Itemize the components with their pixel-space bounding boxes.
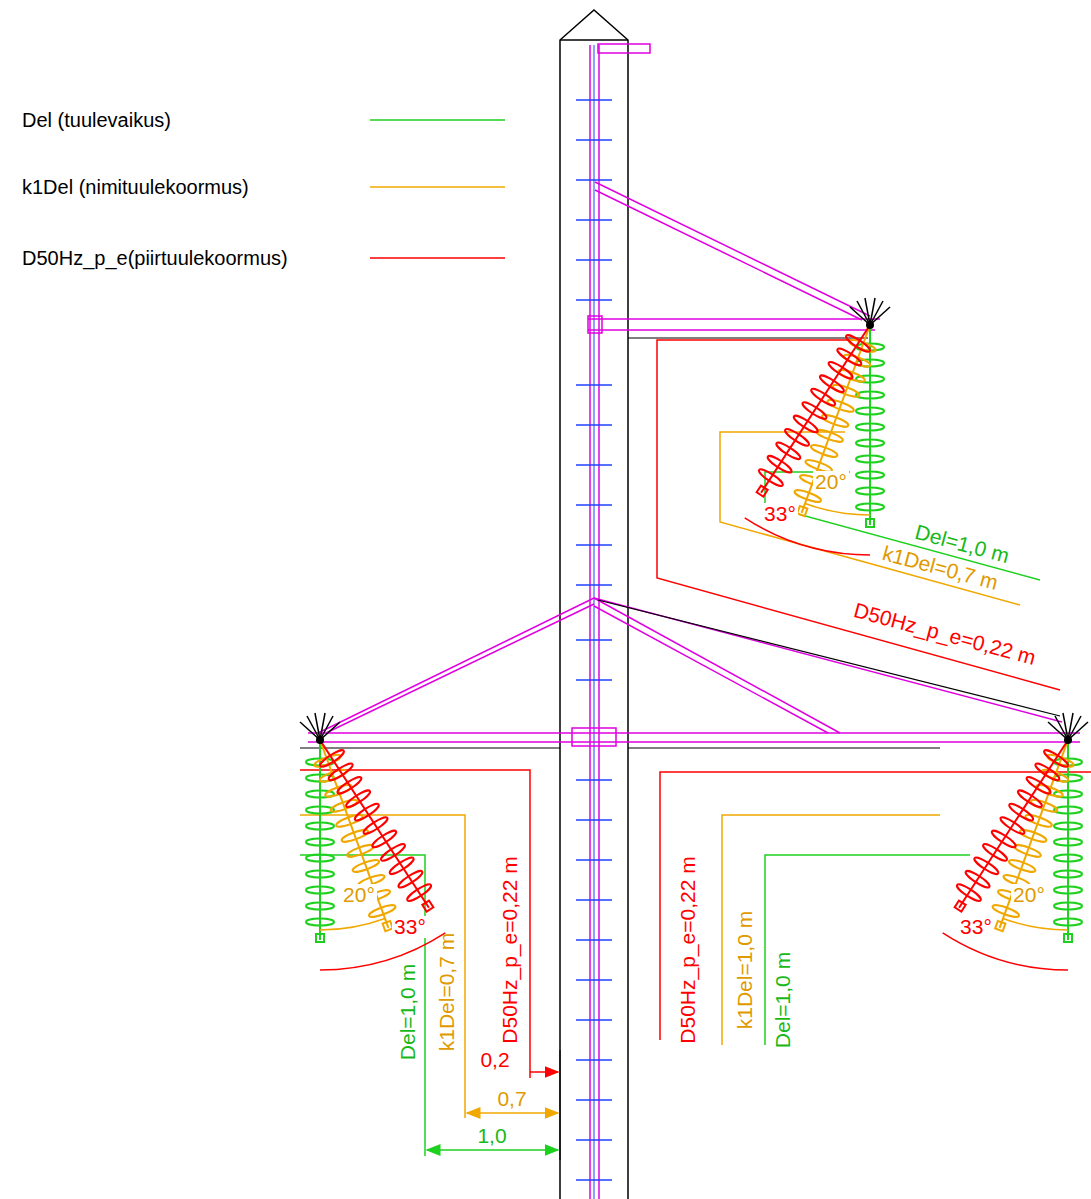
legend-entry: D50Hz_p_e(piirtuulekoormus) bbox=[22, 247, 288, 270]
legend-entry: k1Del (nimituulekoormus) bbox=[22, 176, 249, 199]
dimension-label: k1Del=1,0 m bbox=[734, 909, 756, 1031]
legend-entry: Del (tuulevaikus) bbox=[22, 109, 171, 132]
dimension-label: 33° bbox=[958, 916, 994, 938]
dimension-label: k1Del=0,7 m bbox=[436, 931, 458, 1053]
dimension-label: 0,2 bbox=[478, 1049, 511, 1071]
dimension-label: Del=1,0 m bbox=[397, 962, 419, 1062]
dimension-label: 1,0 bbox=[475, 1125, 508, 1147]
dimension-label: D50Hz_p_e=0,22 m bbox=[499, 854, 521, 1045]
dimension-label: Del=1,0 m bbox=[772, 950, 794, 1050]
dimension-label: 20° bbox=[341, 884, 377, 906]
dimension-label: 33° bbox=[392, 916, 428, 938]
dimension-label: 33° bbox=[762, 503, 798, 525]
dimension-label: 20° bbox=[813, 471, 849, 493]
dimension-label: 20° bbox=[1011, 884, 1047, 906]
dimension-label: 0,7 bbox=[495, 1088, 528, 1110]
dimension-label: D50Hz_p_e=0,22 m bbox=[677, 854, 699, 1045]
